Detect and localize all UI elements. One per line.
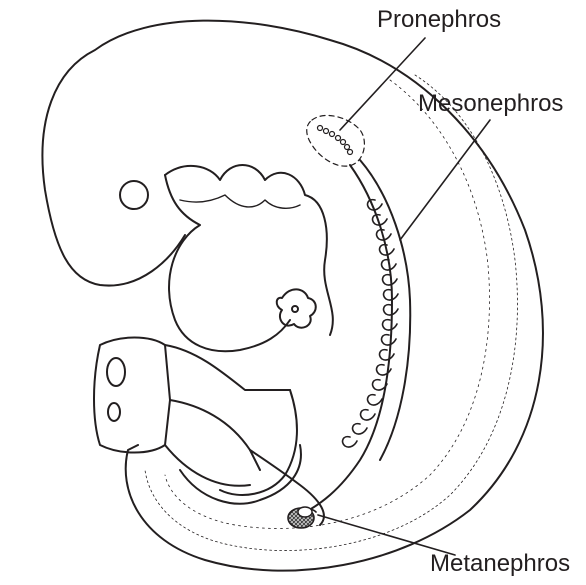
pronephros-tubules	[318, 126, 353, 155]
somite-band-inner	[165, 80, 490, 528]
metanephros-leader	[318, 515, 455, 555]
pharynx-inner	[180, 195, 300, 208]
foregut	[165, 165, 333, 335]
umbilical-vessel-1	[107, 358, 125, 386]
liver-bud-lumen	[292, 306, 298, 312]
umbilical-vessel-2	[108, 403, 120, 421]
liver-bud	[277, 289, 316, 327]
metanephros-cap	[298, 507, 312, 517]
somite-band	[145, 75, 517, 551]
hindgut	[220, 390, 324, 525]
mesonephros-label: Mesonephros	[418, 92, 563, 116]
umbilical-cord	[94, 338, 170, 453]
mesonephric-tubules	[343, 200, 398, 447]
metanephros-label: Metanephros	[430, 552, 570, 576]
pronephros-label: Pronephros	[377, 8, 501, 32]
mesonephros-leader	[400, 120, 490, 240]
eye	[120, 181, 148, 209]
mesonephric-duct	[300, 165, 392, 515]
pronephros-outline	[307, 115, 365, 166]
pronephros-leader	[340, 38, 425, 130]
